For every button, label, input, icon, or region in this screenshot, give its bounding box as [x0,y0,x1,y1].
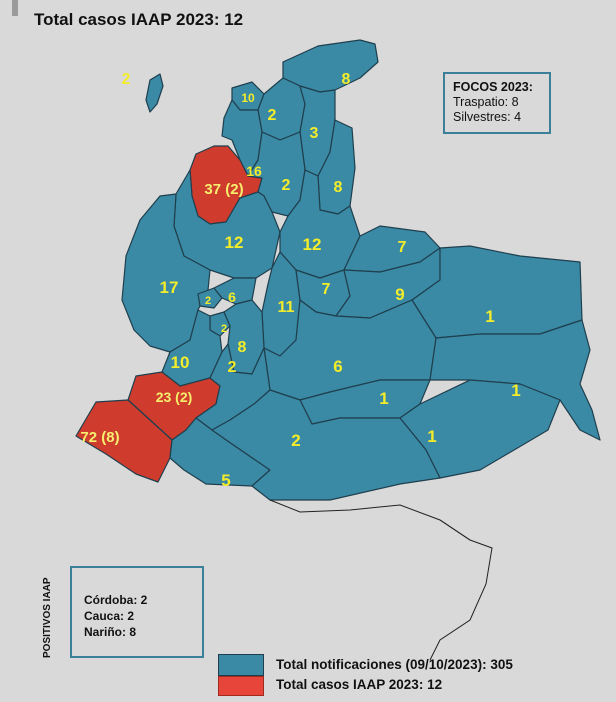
label-cauca: 23 (2) [156,389,193,405]
label-putumayo: 5 [221,471,230,490]
label-arauca: 7 [398,239,407,256]
label-antioquia: 12 [225,233,244,252]
label-caldas: 6 [228,289,236,305]
label-vaupes: 1 [427,427,436,446]
label-cordoba: 37 (2) [204,181,243,198]
focos-box: FOCOS 2023: Traspatio: 8 Silvestres: 4 [443,72,551,134]
label-vichada: 1 [485,307,494,326]
dept-san-andres[interactable] [145,73,164,113]
positivos-line: Cauca: 2 [84,609,135,623]
label-casanare: 9 [395,285,404,304]
legend-label: Total notificaciones (09/10/2023): 305 [276,657,513,672]
label-norte-santander: 8 [334,179,343,196]
label-valle: 10 [171,353,190,372]
label-la-guajira: 8 [342,71,351,88]
label-risaralda: 2 [205,295,211,307]
positivos-line: Nariño: 8 [84,625,137,639]
page-title: Total casos IAAP 2023: 12 [34,10,244,29]
dept-narino[interactable] [75,399,173,483]
legend-label: Total casos IAAP 2023: 12 [276,677,443,692]
label-quindio: 2 [221,323,227,335]
label-cundinamarca: 11 [278,299,295,316]
label-bolivar: 2 [282,177,291,194]
dept-caqueta[interactable] [211,389,441,501]
legend-swatch-blue [218,654,264,676]
dept-risaralda[interactable] [197,287,223,309]
label-magdalena: 2 [268,107,277,124]
positivos-line: Córdoba: 2 [84,593,148,607]
label-guaviare: 1 [379,389,388,408]
dept-magdalena[interactable] [257,77,306,141]
amazon-border [269,499,493,661]
focos-heading: FOCOS 2023: [453,80,533,94]
label-boyaca: 7 [322,281,331,298]
label-guainia: 1 [511,381,520,400]
label-huila: 2 [228,359,237,376]
focos-silvestres: Silvestres: 4 [453,110,522,124]
label-santander: 12 [303,235,322,254]
label-tolima: 8 [238,339,247,356]
positivos-box: Córdoba: 2 Cauca: 2 Nariño: 8 [70,566,204,658]
label-sucre: 16 [246,163,262,179]
legend-swatch-red [218,676,264,696]
label-meta: 6 [333,357,342,376]
label-cesar: 3 [310,125,319,142]
label-san-andres: 2 [122,71,131,88]
positivos-vertical-label: POSITIVOS IAAP [42,577,53,659]
label-narino: 72 (8) [80,429,119,446]
label-choco: 17 [160,278,179,297]
focos-traspatio: Traspatio: 8 [453,95,519,109]
label-caqueta: 2 [291,431,300,450]
label-atlantico: 10 [241,91,255,105]
corner-tick [12,0,18,16]
amazon-border-2 [439,519,471,541]
